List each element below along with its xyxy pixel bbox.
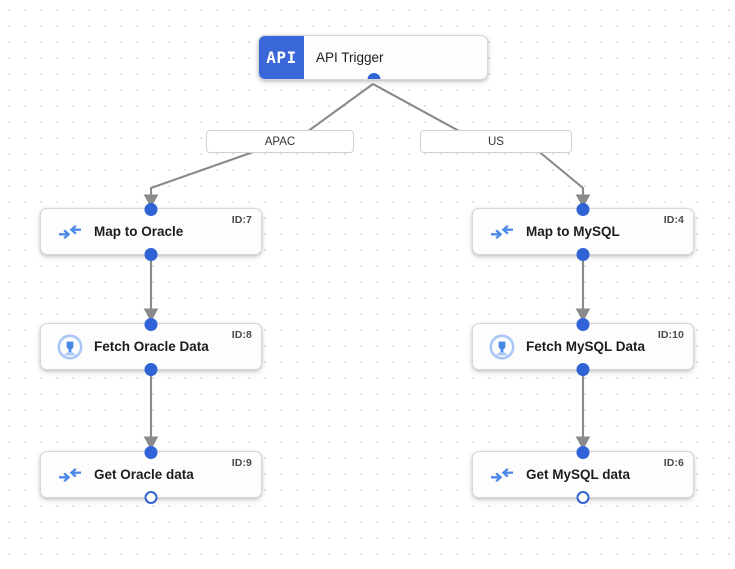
node-id-badge: ID:8 — [231, 329, 252, 341]
branch-label-text: US — [488, 135, 504, 148]
node-id-badge: ID:9 — [231, 457, 252, 469]
branch-label-apac[interactable]: APAC — [206, 130, 354, 153]
node-id-badge: ID:6 — [663, 457, 684, 469]
node-id-badge: ID:7 — [231, 214, 252, 226]
api-badge-label: API — [266, 48, 297, 67]
output-port[interactable] — [367, 72, 381, 79]
branch-label-text: APAC — [264, 135, 296, 148]
input-port[interactable] — [576, 202, 590, 216]
edge-us-to-map-mysql — [536, 149, 591, 208]
map-transform-icon — [55, 460, 85, 490]
node-get-mysql-data[interactable]: Get MySQL data ID:6 — [472, 445, 694, 504]
node-fetch-oracle-data[interactable]: Fetch Oracle Data ID:8 — [40, 317, 262, 376]
database-plug-icon — [487, 332, 517, 362]
edge-apac-to-map-oracle — [143, 149, 260, 208]
node-title: API Trigger — [316, 50, 384, 65]
node-label: Map to MySQL — [526, 224, 620, 239]
input-port[interactable] — [144, 202, 158, 216]
input-port[interactable] — [144, 317, 158, 331]
node-map-to-mysql[interactable]: Map to MySQL ID:4 — [472, 202, 694, 261]
output-port[interactable] — [576, 490, 590, 504]
node-label: Get MySQL data — [526, 467, 631, 482]
map-transform-icon — [55, 217, 85, 247]
output-port[interactable] — [144, 247, 158, 261]
node-fetch-mysql-data[interactable]: Fetch MySQL Data ID:10 — [472, 317, 694, 376]
node-label: Map to Oracle — [94, 224, 184, 239]
branch-label-us[interactable]: US — [420, 130, 572, 153]
node-label: Get Oracle data — [94, 467, 194, 482]
input-port[interactable] — [576, 445, 590, 459]
database-plug-icon — [55, 332, 85, 362]
input-port[interactable] — [144, 445, 158, 459]
output-port[interactable] — [144, 490, 158, 504]
node-id-badge: ID:10 — [657, 329, 684, 341]
output-port[interactable] — [576, 247, 590, 261]
node-label: Fetch Oracle Data — [94, 339, 209, 354]
node-label: Fetch MySQL Data — [526, 339, 646, 354]
input-port[interactable] — [576, 317, 590, 331]
node-api-trigger[interactable]: API API Trigger — [258, 35, 488, 80]
node-id-badge: ID:4 — [663, 214, 684, 226]
node-map-to-oracle[interactable]: Map to Oracle ID:7 — [40, 202, 262, 261]
map-transform-icon — [487, 217, 517, 247]
output-port[interactable] — [144, 362, 158, 376]
map-transform-icon — [487, 460, 517, 490]
output-port[interactable] — [576, 362, 590, 376]
node-get-oracle-data[interactable]: Get Oracle data ID:9 — [40, 445, 262, 504]
api-badge-icon: API — [259, 36, 304, 79]
